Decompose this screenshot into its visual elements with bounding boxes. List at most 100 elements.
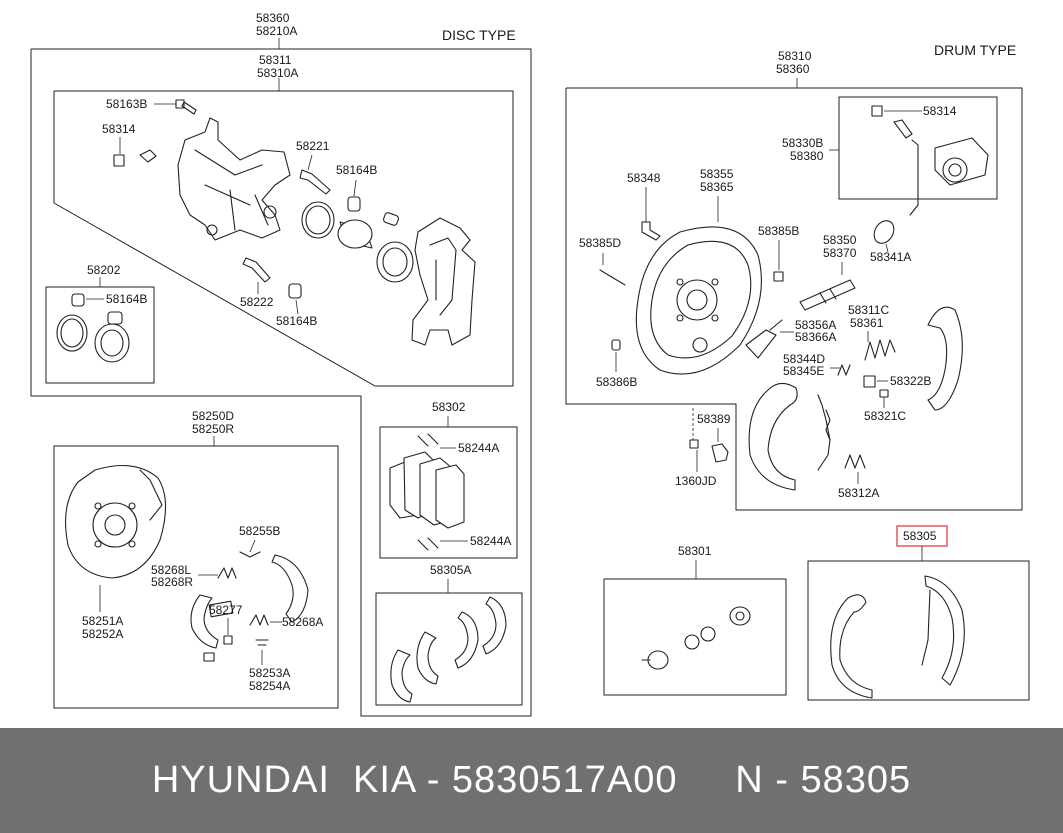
dust-boot-drawing [376,241,414,283]
spring-58268a-drawing [249,614,269,626]
drum-shoe-right-drawing [927,306,963,411]
return-spring-drawing [217,567,237,579]
disc-type-section: DISC TYPE 58360 58210A 58311 58310A 5816… [30,11,532,717]
label-58370: 58370 [823,246,857,260]
bleeder-cap-drawing [871,105,883,117]
label-58380: 58380 [790,149,824,163]
pin-58322b-drawing [863,375,876,388]
seal-ring-drawing [56,314,88,352]
hold-cup-drawing [203,652,215,662]
label-58345e: 58345E [783,364,824,378]
hardware-kit-drawing [641,606,751,670]
label-58164b-lower: 58164B [276,314,317,328]
spring-hook-drawing [817,394,831,471]
caliper-body-drawing [177,117,291,241]
label-58301: 58301 [678,544,712,558]
parts-diagram: DISC TYPE 58360 58210A 58311 58310A 5816… [30,11,1030,717]
label-58164b: 58164B [336,163,377,177]
bolt-1360jd-drawing [711,443,729,463]
hold-spring-drawing [255,639,269,646]
label-58311c: 58311C [848,303,889,317]
pin-bushing-drawing [383,212,399,226]
bleeder-bolt-drawing [175,99,197,115]
label-58330b: 58330B [782,136,823,150]
hardware-kit-box [603,578,787,696]
label-58244a-lower: 58244A [470,534,511,548]
washer-58389-drawing [689,439,699,449]
label-58314-drum: 58314 [923,104,957,118]
footer-text: HYUNDAI KIA - 5830517A00 N - 58305 [151,759,912,801]
label-58250d: 58250D [192,409,234,423]
label-58221: 58221 [296,139,330,153]
label-58348: 58348 [627,171,661,185]
label-58253a: 58253A [249,666,290,680]
label-1360jd: 1360JD [675,474,717,488]
spring-58344d-drawing [837,364,851,376]
boot-58341a-drawing [873,220,895,244]
label-58314: 58314 [102,122,136,136]
parking-brake-box [53,445,339,709]
pin-58385d-drawing [599,269,626,286]
drum-shoe-left-drawing [748,382,798,491]
label-58250r: 58250R [192,422,234,436]
park-shoe-right-drawing [271,554,309,623]
label-58244a: 58244A [458,441,499,455]
hold-pin-drawing [223,635,233,645]
disc-type-header: DISC TYPE [442,27,516,43]
label-58222: 58222 [240,295,274,309]
label-58268r: 58268R [151,575,193,589]
guide-pin-lower-drawing [242,257,271,283]
plug-58386b-drawing [611,339,621,351]
label-58360-drum: 58360 [776,62,810,76]
drum-backing-plate-drawing [635,226,762,375]
drum-frame [565,87,1023,511]
pad-shim-bottom-drawing [417,537,439,551]
label-58365: 58365 [700,180,734,194]
park-shoe-left-drawing [190,594,219,649]
guide-pin-upper-drawing [299,169,331,195]
drum-type-section: DRUM TYPE 58310 58360 58314 58330B 58380… [565,42,1030,701]
pin-boot-lower-drawing [288,283,302,299]
piston-seal-drawing [301,201,335,239]
spring-58311c-drawing [864,339,896,361]
label-58385b: 58385B [758,224,799,238]
label-58310: 58310 [778,49,812,63]
park-shoes-set-drawing [390,596,507,703]
pad-kit-box [379,426,518,559]
label-58311: 58311 [259,53,292,67]
label-58341a: 58341A [870,250,911,264]
label-58350: 58350 [823,233,857,247]
label-58361: 58361 [850,316,884,330]
label-58268l: 58268L [151,563,191,577]
label-58344d: 58344D [783,352,825,366]
label-58305[interactable]: 58305 [903,529,937,543]
label-58386b: 58386B [596,375,637,389]
lever-58356a-drawing [745,329,777,359]
label-58360: 58360 [256,11,290,25]
label-58385d: 58385D [579,236,621,250]
bleeder-screw-drawing [113,149,157,167]
label-58305a: 58305A [430,563,471,577]
label-58356a: 58356A [795,318,836,332]
pad-shim-top-drawing [417,433,439,447]
label-58255b: 58255B [239,524,280,538]
adjuster-spring-drawing [239,551,261,558]
label-58366a: 58366A [795,330,836,344]
adjuster-drawing [799,279,856,311]
wheel-cylinder-drawing [934,137,989,186]
part-number-footer: HYUNDAI KIA - 5830517A00 N - 58305 [0,728,1063,833]
boot-ring-drawing [94,323,130,363]
label-58252a: 58252A [82,627,123,641]
label-58202: 58202 [87,263,121,277]
drum-type-header: DRUM TYPE [934,42,1016,58]
drum-shoes-set-drawing [830,575,965,699]
label-58355: 58355 [700,167,734,181]
bleeder-screw-drum-drawing [893,119,913,139]
disc-outer-frame [30,48,532,717]
spring-58312a-drawing [844,454,866,469]
caliper-bracket-drawing [411,217,476,346]
label-58164b-kit: 58164B [106,292,147,306]
label-58268a: 58268A [282,615,323,629]
bolt-58348-drawing [641,221,661,241]
pin-boot-drawing [347,196,361,212]
